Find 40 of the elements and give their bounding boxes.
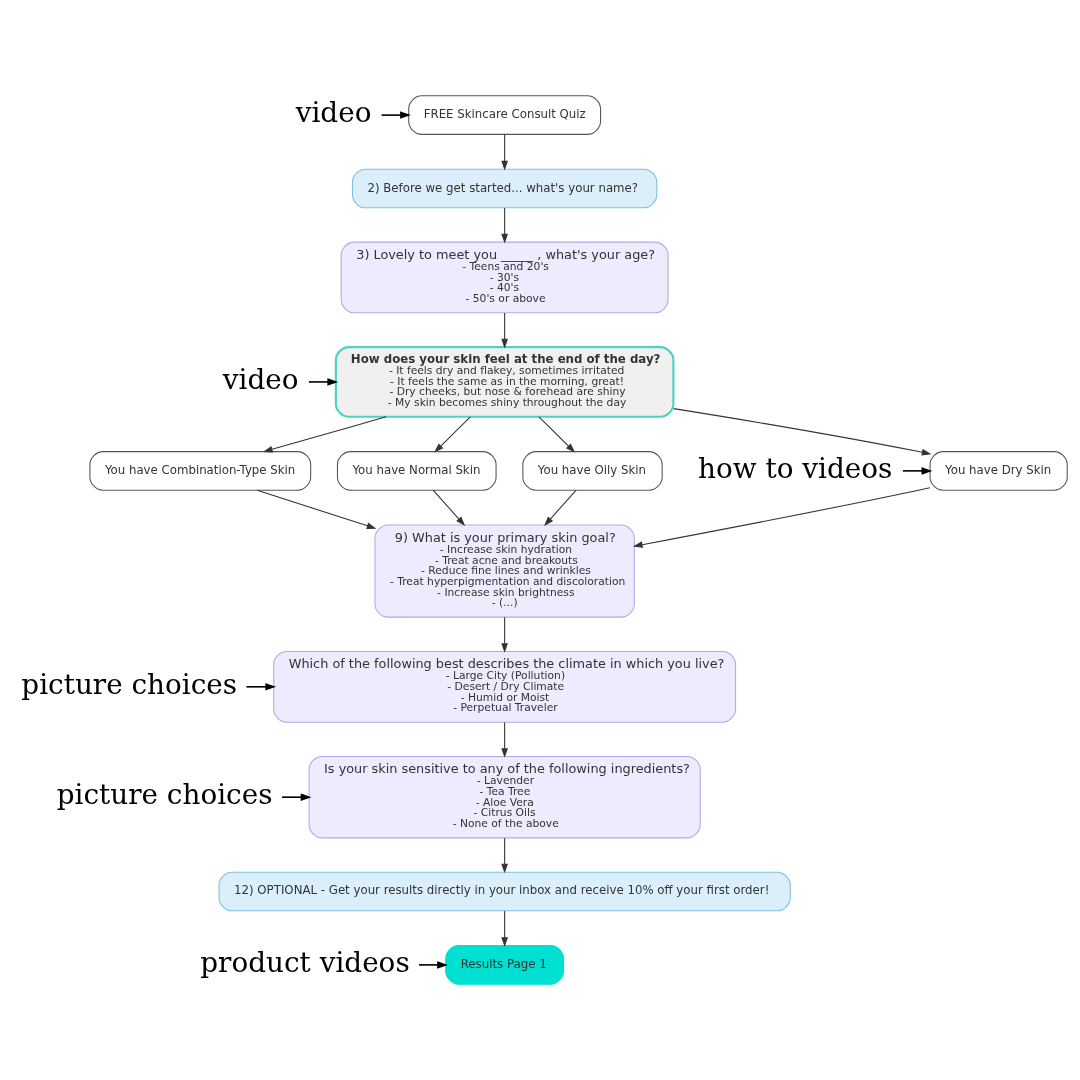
arrow — [434, 416, 471, 453]
arrow — [245, 683, 277, 691]
arrow — [501, 721, 508, 758]
arrow — [308, 378, 339, 386]
arrow — [501, 837, 508, 874]
node-text: how to videos — [698, 451, 893, 485]
node-box: Is your skin sensitive to any of the following ingredients? - Lavender - Tea Tree - Aloe Vera - Citrus Oils - None of the above — [308, 755, 701, 839]
arrow — [633, 487, 931, 548]
node-text: product videos — [200, 945, 410, 979]
arrow — [501, 312, 508, 349]
node-box: You have Oily Skin — [522, 451, 663, 491]
node-box: 12) OPTIONAL - Get your results directly in your inbox and receive 10% off your first order! — [218, 871, 791, 912]
arrow — [432, 489, 466, 526]
arrow — [501, 207, 508, 244]
arrow — [380, 111, 411, 119]
arrow — [256, 489, 377, 529]
node-text: picture choices — [56, 777, 273, 811]
arrow — [501, 616, 508, 653]
node-box: 3) Lovely to meet you _____ , what's your age? - Teens and 20's - 30's - 40's - 50's or above — [340, 241, 669, 314]
arrow — [418, 961, 448, 969]
node-box: Which of the following best describes the climate in which you live? - Large City (Pollution) - Desert / Dry Climate - Humid or Moist - Perpetual Traveler — [273, 650, 737, 723]
arrow — [281, 793, 312, 801]
node-box: 2) Before we get started... what's your name? — [351, 168, 658, 209]
node-box: You have Combination-Type Skin — [89, 451, 312, 491]
arrow — [544, 489, 577, 526]
node-text: video — [222, 362, 299, 396]
node-box: FREE Skincare Consult Quiz — [408, 95, 602, 135]
node-box: How does your skin feel at the end of the day? - It feels dry and flakey, sometimes irritated - It feels the same as in the morning, great! - Dry cheeks, but nose & forehead are shiny - My skin becomes shiny throughout the day — [334, 346, 675, 418]
node-box: 9) What is your primary skin goal? - Increase skin hydration - Treat acne and breakouts - Reduce fine lines and wrinkles - Treat hyperpigmentation and discoloration - Increase skin brightness - (...) — [374, 524, 635, 618]
node-text: video — [295, 95, 372, 129]
node-box: You have Normal Skin — [336, 451, 497, 491]
arrow — [538, 416, 576, 453]
arrow — [501, 910, 508, 947]
node-text: picture choices — [21, 667, 238, 701]
node-box: You have Dry Skin — [929, 451, 1068, 491]
arrow — [263, 416, 387, 453]
arrow — [501, 134, 508, 171]
arrow — [673, 408, 932, 456]
node-box: Results Page 1 — [445, 945, 565, 985]
arrow — [902, 467, 933, 475]
